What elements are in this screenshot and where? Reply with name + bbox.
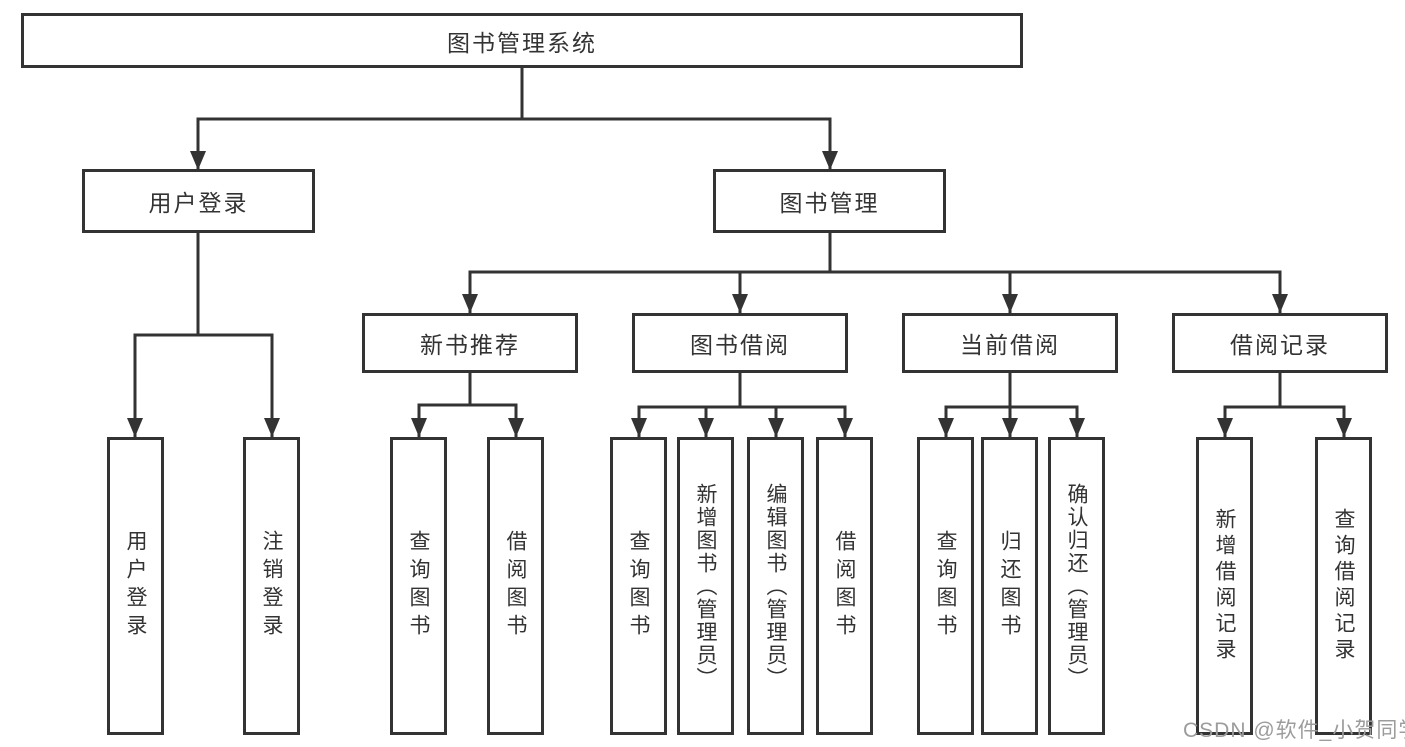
node-book-management: 图书管理 (713, 169, 946, 233)
node-current-borrowing: 当前借阅 (902, 313, 1118, 373)
leaf-logout: 注销登录 (243, 437, 300, 735)
leaf-query-books-current: 查询图书 (917, 437, 974, 735)
csdn-watermark: CSDN @软件_小贺同学 (1183, 719, 1405, 742)
leaf-confirm-return-admin: 确认归还（管理员） (1048, 437, 1105, 735)
leaf-query-borrow-record: 查询借阅记录 (1315, 437, 1372, 735)
node-root: 图书管理系统 (21, 13, 1023, 68)
node-user-login: 用户登录 (82, 169, 315, 233)
leaf-add-books-admin: 新增图书（管理员） (677, 437, 734, 735)
node-borrowing-records: 借阅记录 (1172, 313, 1388, 373)
node-book-borrowing: 图书借阅 (632, 313, 848, 373)
node-new-book-recommend: 新书推荐 (362, 313, 578, 373)
leaf-query-books-recommend: 查询图书 (390, 437, 447, 735)
leaf-borrow-books-recommend: 借阅图书 (487, 437, 544, 735)
leaf-add-borrow-record: 新增借阅记录 (1196, 437, 1253, 735)
leaf-user-login: 用户登录 (107, 437, 164, 735)
leaf-borrow-books-borrowing: 借阅图书 (816, 437, 873, 735)
leaf-return-books: 归还图书 (981, 437, 1038, 735)
leaf-edit-books-admin: 编辑图书（管理员） (747, 437, 804, 735)
leaf-query-books-borrowing: 查询图书 (610, 437, 667, 735)
